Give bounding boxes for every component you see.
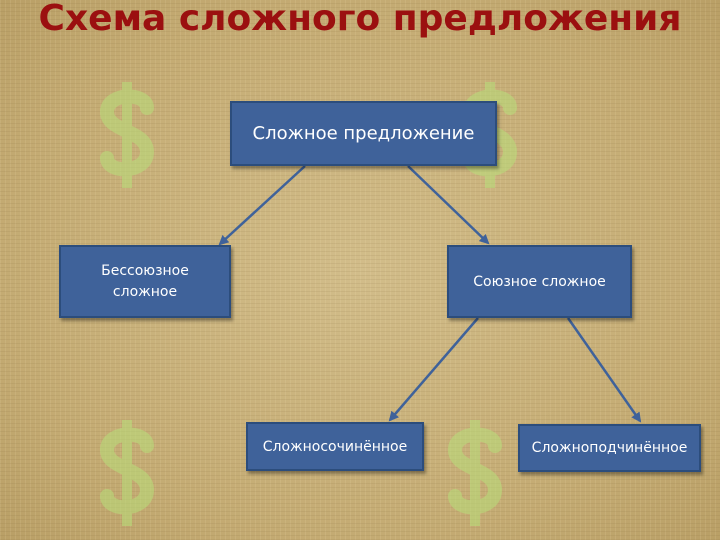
node-label: Сложноподчинённое [531,440,688,456]
node-compound-sentence: Сложносочинённое [246,422,424,471]
node-label: Бессоюзное сложное [101,262,189,300]
page-title: Схема сложного предложения [38,0,682,39]
dollar-sign-icon [99,82,155,188]
node-complex-subordinate: Сложноподчинённое [518,424,701,472]
node-asyndetic-complex: Бессоюзное сложное [59,245,231,318]
dollar-sign-icon [99,420,155,526]
arrow-root-to-conjunctive [407,165,490,245]
dollar-sign-icon [447,420,503,526]
arrow-conjunctive-to-complex [566,317,642,423]
node-conjunctive-complex: Союзное сложное [447,245,632,318]
arrow-conjunctive-to-compound [388,317,479,422]
node-complex-sentence: Сложное предложение [230,101,497,166]
node-label: Сложное предложение [252,123,475,144]
arrow-root-to-asyndetic [218,165,306,246]
node-label: Сложносочинённое [262,438,408,455]
node-label: Союзное сложное [473,273,606,290]
